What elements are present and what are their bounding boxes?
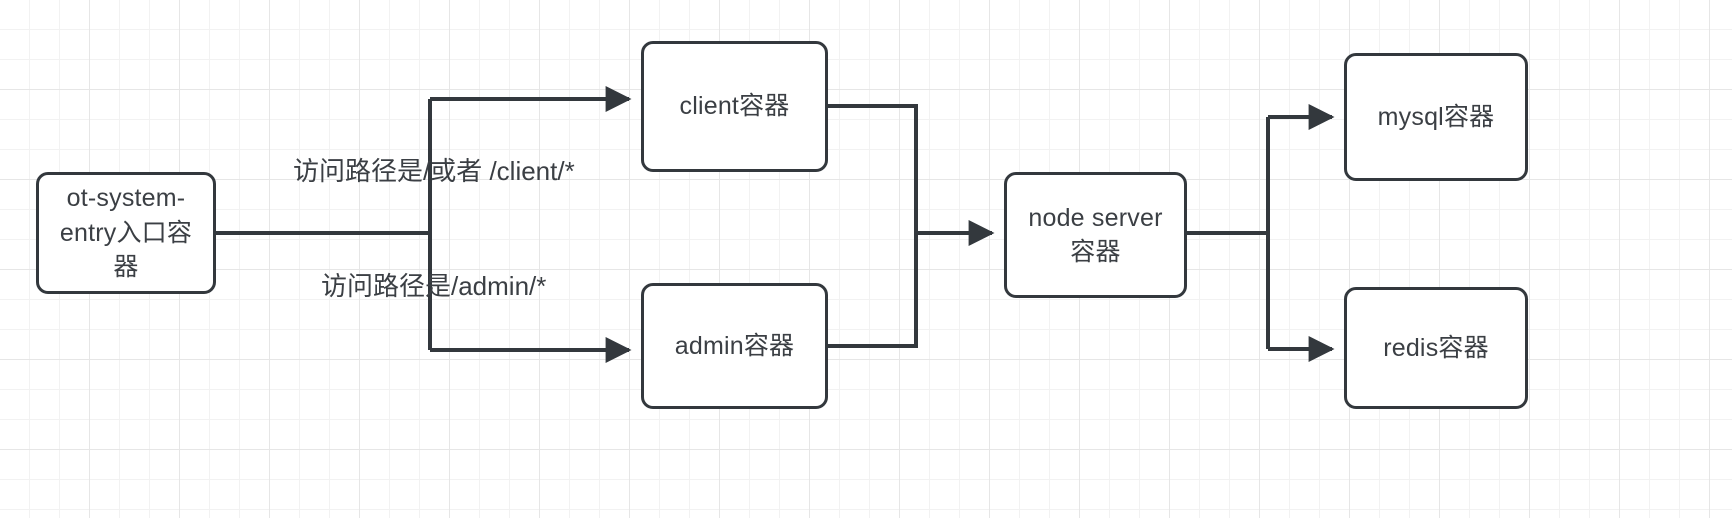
node-client[interactable]: client容器 <box>641 41 828 172</box>
node-redis-label: redis容器 <box>1383 333 1489 362</box>
node-node-server[interactable]: node server 容器 <box>1004 172 1187 298</box>
edge-client-to-merge <box>828 104 918 233</box>
node-admin[interactable]: admin容器 <box>641 283 828 409</box>
node-redis[interactable]: redis容器 <box>1344 287 1528 409</box>
node-entry-label: ot-system- entry入口容 器 <box>59 184 193 282</box>
node-client-label: client容器 <box>679 92 790 121</box>
edge-admin-to-merge <box>828 233 918 348</box>
edge-label-admin-route: 访问路径是/admin/* <box>321 271 547 301</box>
node-admin-label: admin容器 <box>674 331 795 360</box>
edge-label-client-route: 访问路径是/或者 /client/* <box>293 156 575 186</box>
node-entry[interactable]: ot-system- entry入口容 器 <box>36 172 216 294</box>
node-mysql-label: mysql容器 <box>1377 102 1495 131</box>
node-node-server-label: node server 容器 <box>1028 203 1163 267</box>
node-mysql[interactable]: mysql容器 <box>1344 53 1528 181</box>
